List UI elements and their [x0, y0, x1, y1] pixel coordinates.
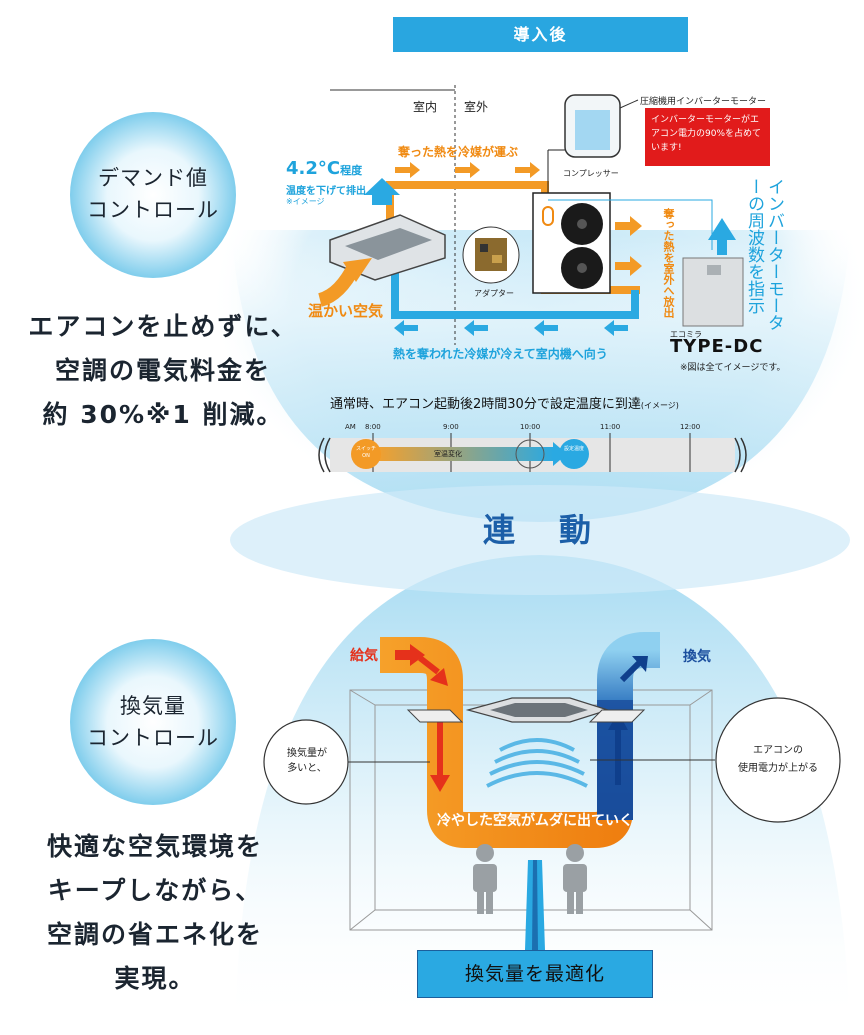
outdoor-label: 室外 [464, 100, 489, 114]
timeline-10: 10:00 [520, 423, 541, 431]
demand-control-description: エアコンを止めずに、 空調の電気料金を 約 30%※1 削減。 [28, 312, 298, 429]
optimize-ventilation-button: 換気量を最適化 [417, 950, 653, 998]
timeline-title: 通常時、エアコン起動後2時間30分で設定温度に到達(イメージ) [330, 397, 679, 412]
adapter-label: アダプター [474, 289, 514, 298]
heat-carry-label: 奪った熱を冷媒が運ぶ [398, 145, 519, 159]
timeline-9: 9:00 [443, 423, 459, 431]
release-heat-label: 奪った熱を室外へ放出 [662, 208, 675, 318]
compressor-label: コンプレッサー [563, 169, 619, 178]
brand-small: エコミラ [670, 330, 702, 339]
indoor-label: 室内 [413, 100, 438, 114]
exhaust-air-label: 換気 [683, 649, 711, 665]
header-label: 導入後 [513, 25, 568, 44]
power-increase-note: エアコンの 使用電力が上がる [738, 745, 818, 774]
timeline-8: 8:00 [365, 423, 381, 431]
image-note: ※図は全てイメージです。 [680, 363, 786, 373]
ventilation-control-description: 快適な空気環境を キープしながら、 空調の省エネ化を 実現。 [46, 832, 263, 993]
timeline-11: 11:00 [600, 423, 621, 431]
supply-air-label: 給気 [350, 648, 378, 664]
cooled-refrigerant-label: 熱を奪われた冷媒が冷えて室内機へ向う [393, 347, 608, 361]
demand-control-circle: デマンド値 コントロール [87, 166, 219, 222]
room-temp-change-label: 室温変化 [434, 450, 462, 458]
header-banner: 導入後 [393, 17, 688, 52]
set-temp-label: 設定温度 [564, 446, 585, 452]
ventilation-control-circle: 換気量 コントロール [87, 694, 219, 750]
link-label: 連 動 [482, 511, 597, 549]
temp-value: 4.2°C程度 [286, 158, 363, 179]
cool-air-escapes-label: 冷やした空気がムダに出ていく [437, 813, 633, 829]
temp-note: ※イメージ [286, 197, 325, 206]
temp-description: 温度を下げて排出 [286, 186, 366, 197]
brand-logo: TYPE-DC [670, 336, 764, 357]
too-much-ventilation-note: 換気量が 多いと、 [287, 748, 327, 774]
inverter-instruction-label: インバーターモーターの周波数を指示 [744, 178, 784, 331]
switch-on-label: スイッチON [355, 446, 376, 459]
red-note-box: インバーターモーターがエアコン電力の90%を占めています! [645, 108, 770, 166]
timeline-am: AM [345, 423, 356, 431]
timeline-12: 12:00 [680, 423, 701, 431]
warm-air-label: 温かい空気 [308, 302, 384, 320]
compressor-motor-label: 圧縮機用インバーターモーター [640, 97, 767, 107]
